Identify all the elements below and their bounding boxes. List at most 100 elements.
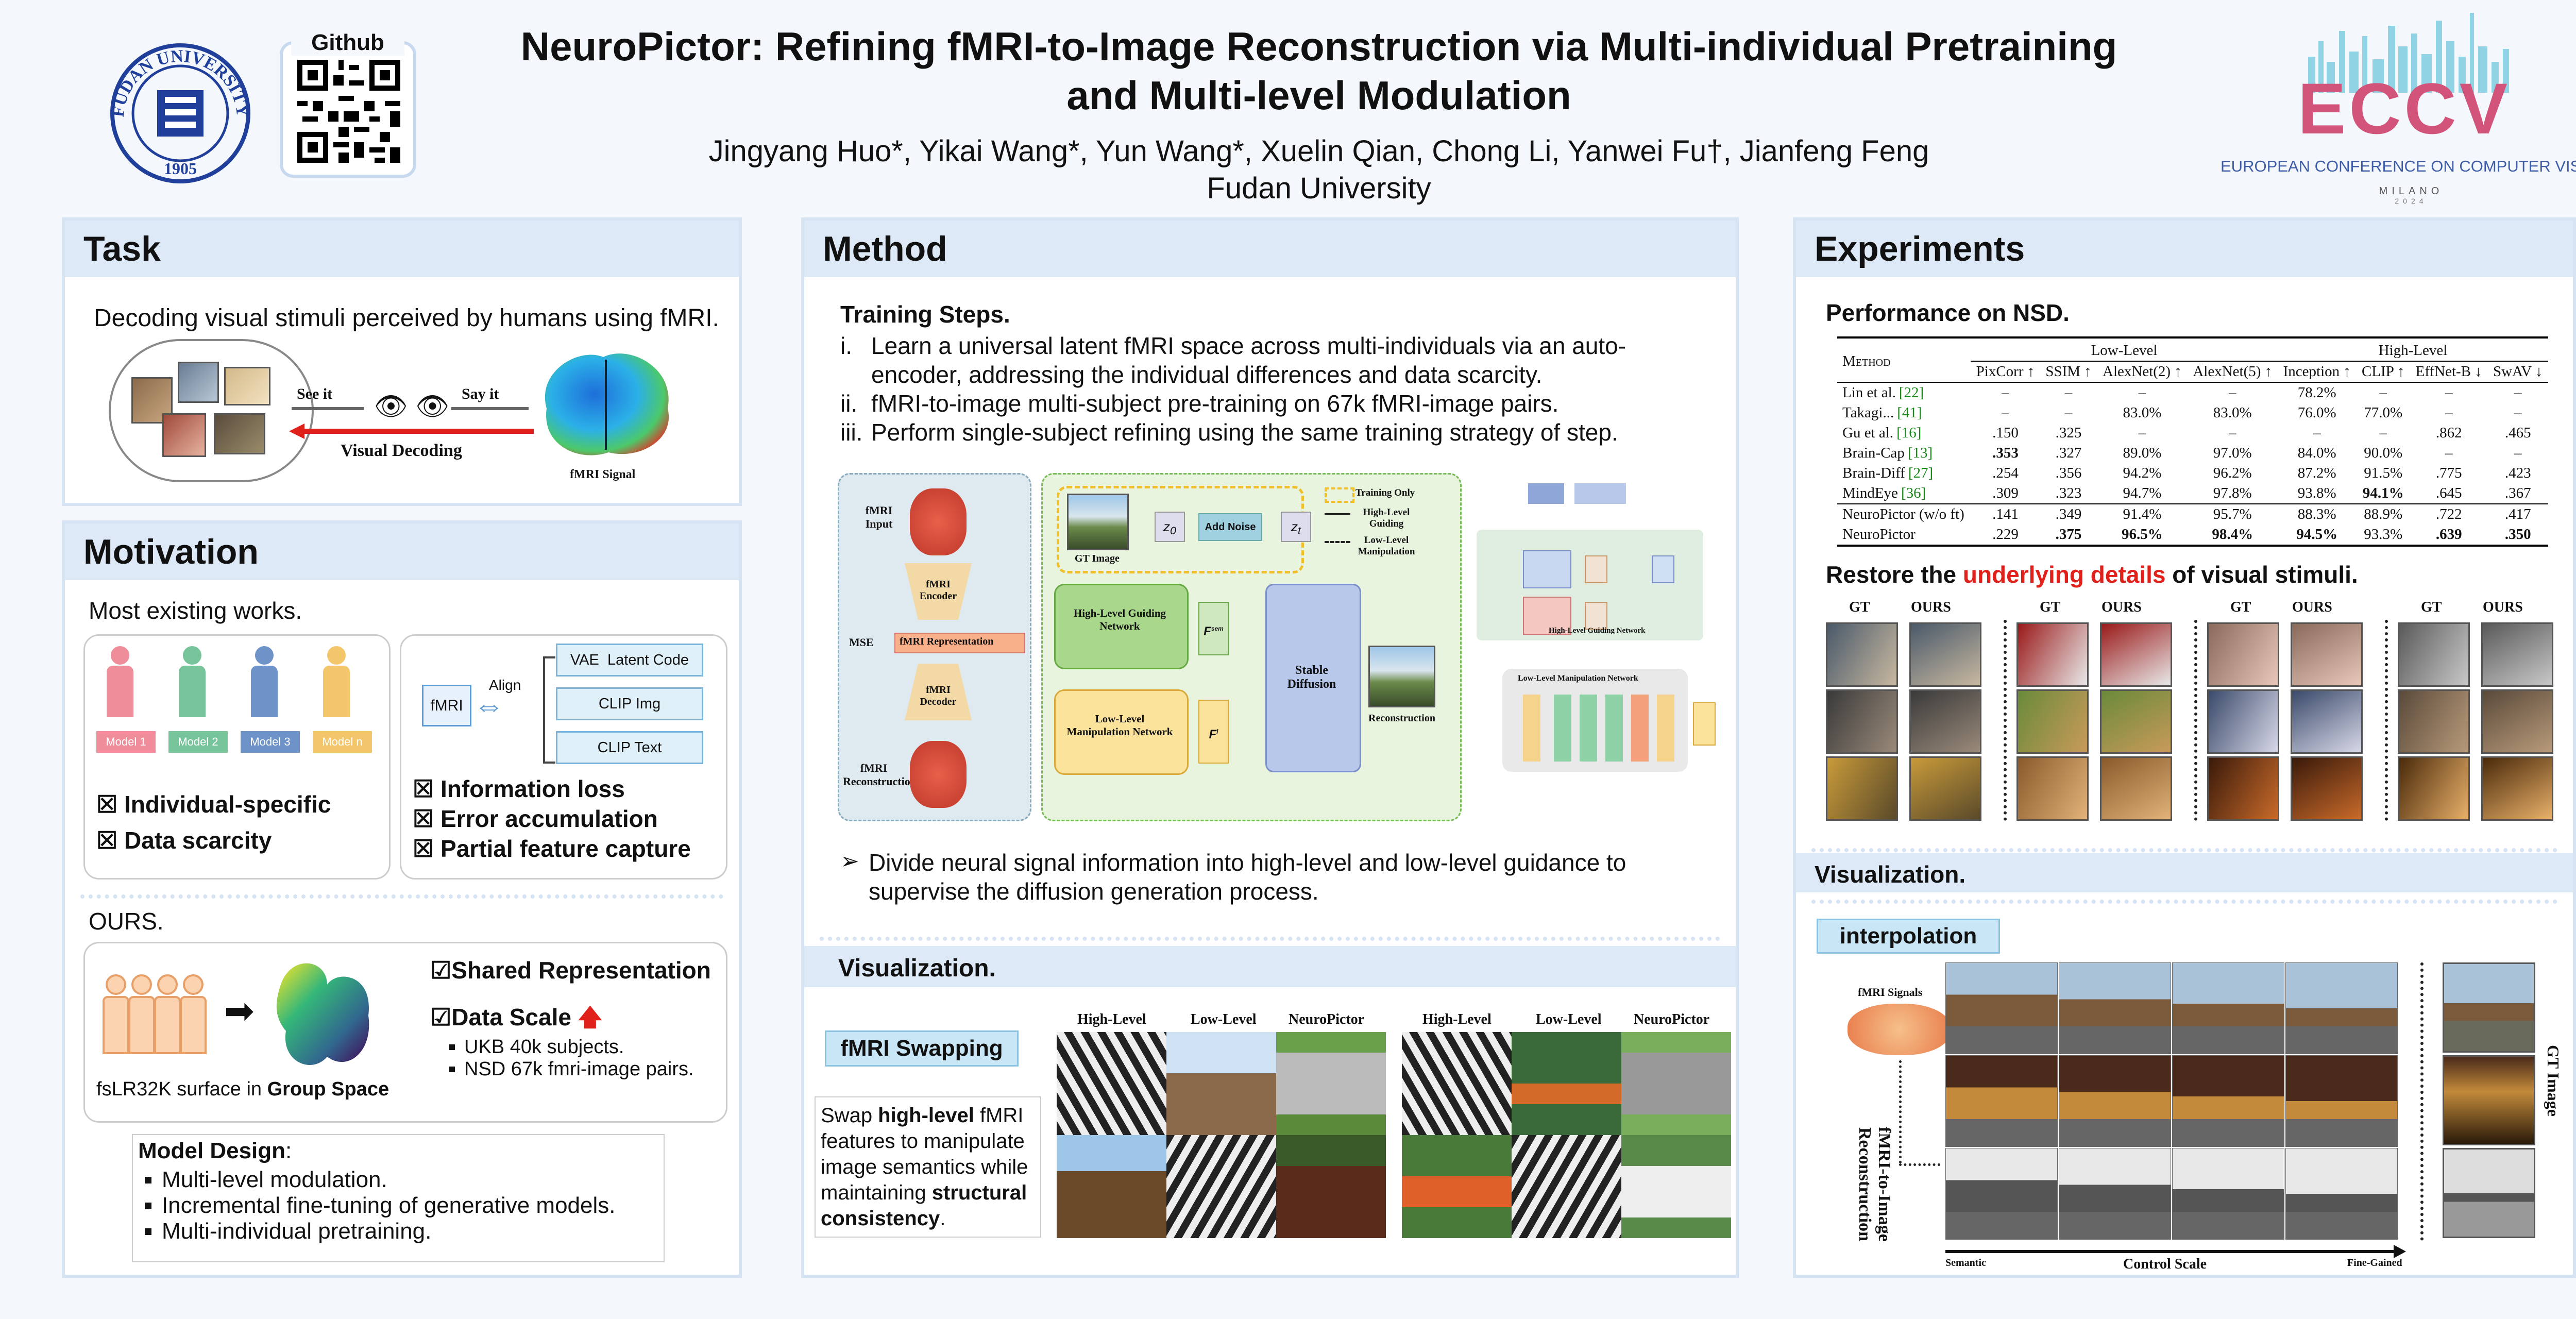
fudan-logo: FUDAN UNIVERSITY 1905 xyxy=(109,43,252,183)
control-scale-arrowhead xyxy=(2394,1245,2406,1258)
swap-image xyxy=(1512,1032,1621,1135)
metric-cell: 96.2% xyxy=(2213,465,2252,481)
metric-cell: 94.7% xyxy=(2123,485,2162,501)
step-2-num: ii. xyxy=(840,390,858,417)
reconstructed-image xyxy=(2481,689,2553,754)
gt-image xyxy=(2207,622,2279,687)
reconstructed-image xyxy=(1909,622,1981,687)
person-icon xyxy=(327,646,346,665)
gt-image xyxy=(2398,689,2470,754)
fine-grained-label: Fine-Gained xyxy=(2347,1257,2402,1269)
model-3-chip: Model 3 xyxy=(241,731,300,753)
mse-label: MSE xyxy=(849,636,874,649)
swap-image xyxy=(1276,1135,1386,1238)
bracket xyxy=(543,656,555,764)
swap-col-label: High-Level xyxy=(1077,1011,1146,1027)
swap-image xyxy=(1621,1032,1731,1135)
person-icon xyxy=(179,666,206,717)
swap-image xyxy=(1057,1135,1166,1238)
metric-cell: .349 xyxy=(2055,506,2082,522)
metric-cell: 93.8% xyxy=(2297,485,2336,501)
layer-box xyxy=(1554,695,1571,762)
interpolation-image xyxy=(2285,1148,2398,1240)
gt-image xyxy=(1826,756,1898,821)
metric-cell: – xyxy=(2002,384,2009,401)
citation-link[interactable]: [22] xyxy=(1899,384,1924,401)
metric-cell: 94.5% xyxy=(2296,526,2338,543)
see-arrow xyxy=(292,407,364,410)
experiments-panel: Experiments Performance on NSD. Method L… xyxy=(1793,217,2576,1278)
vertical-recon-label: fMRI-to-Image Reconstruction xyxy=(1855,1126,1894,1242)
gt-label: GT xyxy=(1849,599,1870,615)
method-name: Brain-Diff xyxy=(1842,465,1905,481)
fmri-input-blob xyxy=(910,488,967,555)
low-level-network xyxy=(1054,689,1189,775)
metric-cell: – xyxy=(2229,384,2236,401)
gt-image xyxy=(2398,622,2470,687)
ours-label: OURS xyxy=(1911,599,1951,615)
say-it-label: Say it xyxy=(462,385,499,402)
task-heading: Task xyxy=(83,229,161,268)
swap-image xyxy=(1512,1135,1621,1238)
semantic-label: Semantic xyxy=(1945,1257,1986,1269)
citation-link[interactable]: [16] xyxy=(1896,425,1922,441)
restore-title-1: Restore the xyxy=(1826,561,1963,588)
swap-col-label: NeuroPictor xyxy=(1289,1011,1365,1027)
metric-cell: .775 xyxy=(2435,465,2462,481)
method-name: MindEye xyxy=(1842,485,1898,501)
scale-item: NSD 67k fmri-image pairs. xyxy=(464,1058,732,1080)
gt-image xyxy=(2016,689,2089,754)
swap-col-label: Low-Level xyxy=(1191,1011,1257,1027)
table-top-rule xyxy=(1837,336,2548,339)
shared-representation-text: Shared Representation xyxy=(451,957,711,984)
method-name: NeuroPictor xyxy=(1842,526,1916,543)
restore-grid: GT OURS GT OURS GT OURS GT OURS xyxy=(1826,599,2557,821)
metric-cell: .323 xyxy=(2055,485,2082,501)
up-arrow-icon: 🡅 xyxy=(578,1004,603,1030)
metric-cell: – xyxy=(2514,384,2522,401)
affiliation: Fudan University xyxy=(1207,172,1431,205)
gt-image-label: GT Image xyxy=(1075,553,1120,564)
metric-cell: – xyxy=(2229,425,2236,441)
align-label: Align xyxy=(489,677,521,693)
author-list: Jingyang Huo*, Yikai Wang*, Yun Wang*, X… xyxy=(708,134,1929,168)
citation-link[interactable]: [36] xyxy=(1901,485,1926,501)
scale-item: UKB 40k subjects. xyxy=(464,1036,732,1058)
metric-cell: .353 xyxy=(1992,445,2019,461)
gt-image xyxy=(1826,622,1898,687)
citation-link[interactable]: [41] xyxy=(1897,404,1922,421)
experiments-divider xyxy=(1811,848,2557,852)
motivation-header: Motivation xyxy=(65,523,739,580)
problem-partial-text: Partial feature capture xyxy=(440,835,691,862)
gt-label: GT xyxy=(2230,599,2251,615)
model-design-title: Model Design: xyxy=(138,1138,292,1163)
group-separator xyxy=(2385,620,2388,821)
method-cell: Gu et al.[16] xyxy=(1837,423,1971,443)
perf-title: Performance on NSD. xyxy=(1826,299,2070,326)
legend-high-label: High-Level Guiding xyxy=(1363,507,1410,529)
metric-cell: – xyxy=(2138,425,2146,441)
metric-cell: – xyxy=(2514,445,2522,461)
metric-col-header: Inception ↑ xyxy=(2283,363,2351,380)
metric-cell: .862 xyxy=(2435,425,2462,441)
reconstruction-label: Reconstruction xyxy=(1368,713,1435,724)
citation-link[interactable]: [27] xyxy=(1908,465,1934,481)
metric-cell: – xyxy=(2445,445,2453,461)
high-level-network-label: High-Level Guiding Network xyxy=(1073,607,1166,632)
github-label: Github xyxy=(291,30,404,56)
citation-link[interactable]: [13] xyxy=(1907,445,1933,461)
method-cell: Brain-Cap[13] xyxy=(1837,443,1971,463)
task-text: Decoding visual stimuli perceived by hum… xyxy=(94,305,719,332)
step-2-text: fMRI-to-image multi-subject pre-training… xyxy=(871,390,1559,417)
legend-low-label: Low-Level Manipulation xyxy=(1358,535,1415,557)
github-qr-card[interactable]: Github xyxy=(280,30,416,178)
stimulus-thumb xyxy=(178,362,219,403)
qr-code-icon xyxy=(297,60,400,163)
method-diagram: fMRI Input fMRI Encoder fMRI Representat… xyxy=(838,473,1716,828)
metric-cell: .367 xyxy=(2504,485,2531,501)
metric-cell: .327 xyxy=(2055,445,2082,461)
method-header: Method xyxy=(804,221,1736,277)
swap-text-1: Swap xyxy=(821,1104,878,1127)
